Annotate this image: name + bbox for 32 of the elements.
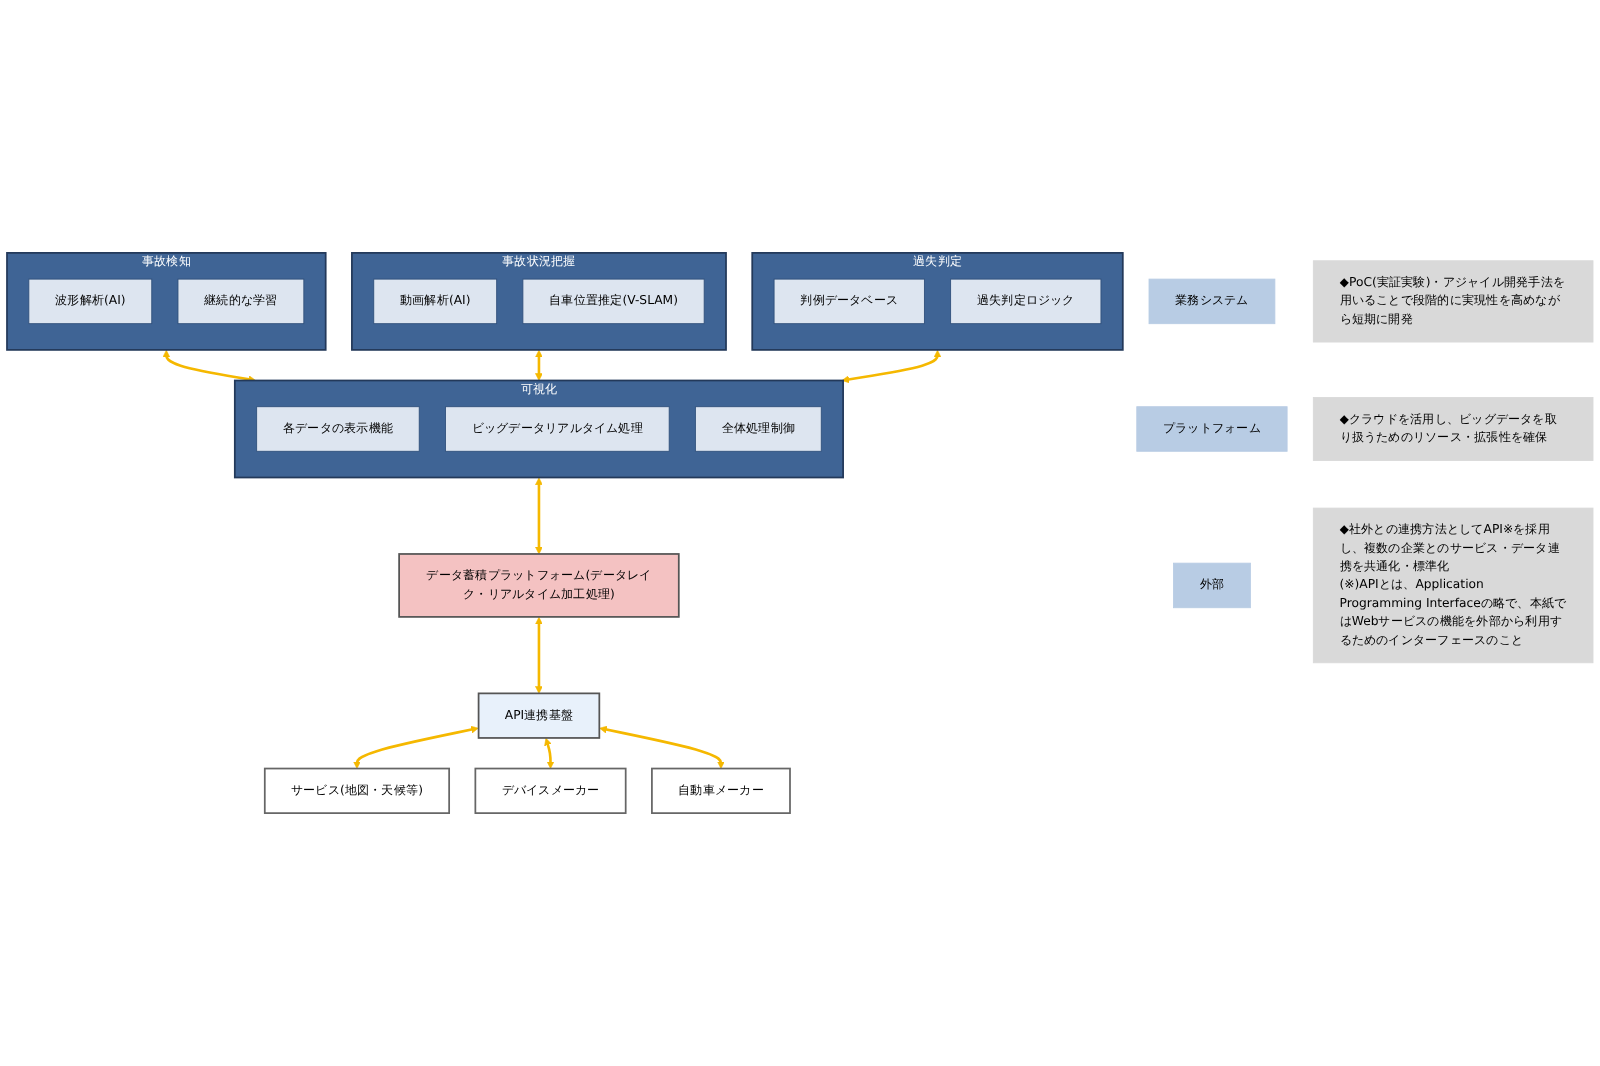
node-box: [474, 767, 627, 814]
node-box: [651, 767, 791, 814]
node-box: [950, 278, 1102, 325]
node-box: [522, 278, 705, 325]
cluster: [6, 252, 327, 351]
node-box: [773, 278, 925, 325]
node-box: [1312, 507, 1594, 664]
node-box: [477, 692, 601, 739]
node-box: [1173, 562, 1251, 609]
node-box: [398, 553, 680, 618]
cluster: [233, 379, 844, 479]
arrow: [841, 349, 942, 384]
cluster: [751, 252, 1124, 351]
node-box: [1148, 278, 1276, 325]
node-box: [263, 767, 450, 814]
node-box: [373, 278, 498, 325]
node-box: [177, 278, 305, 325]
arrow: [544, 737, 555, 769]
arrow: [535, 616, 543, 694]
arrow: [599, 725, 725, 769]
arrow: [353, 725, 479, 769]
arrow: [535, 349, 543, 381]
node-box: [28, 278, 153, 325]
node-box: [1312, 260, 1594, 343]
node-box: [694, 406, 822, 452]
node-box: [256, 406, 420, 452]
arrow: [535, 477, 543, 555]
cluster: [351, 252, 727, 351]
node-box: [445, 406, 670, 452]
node-box: [1136, 406, 1288, 452]
node-box: [1312, 397, 1594, 461]
arrow: [162, 349, 256, 384]
